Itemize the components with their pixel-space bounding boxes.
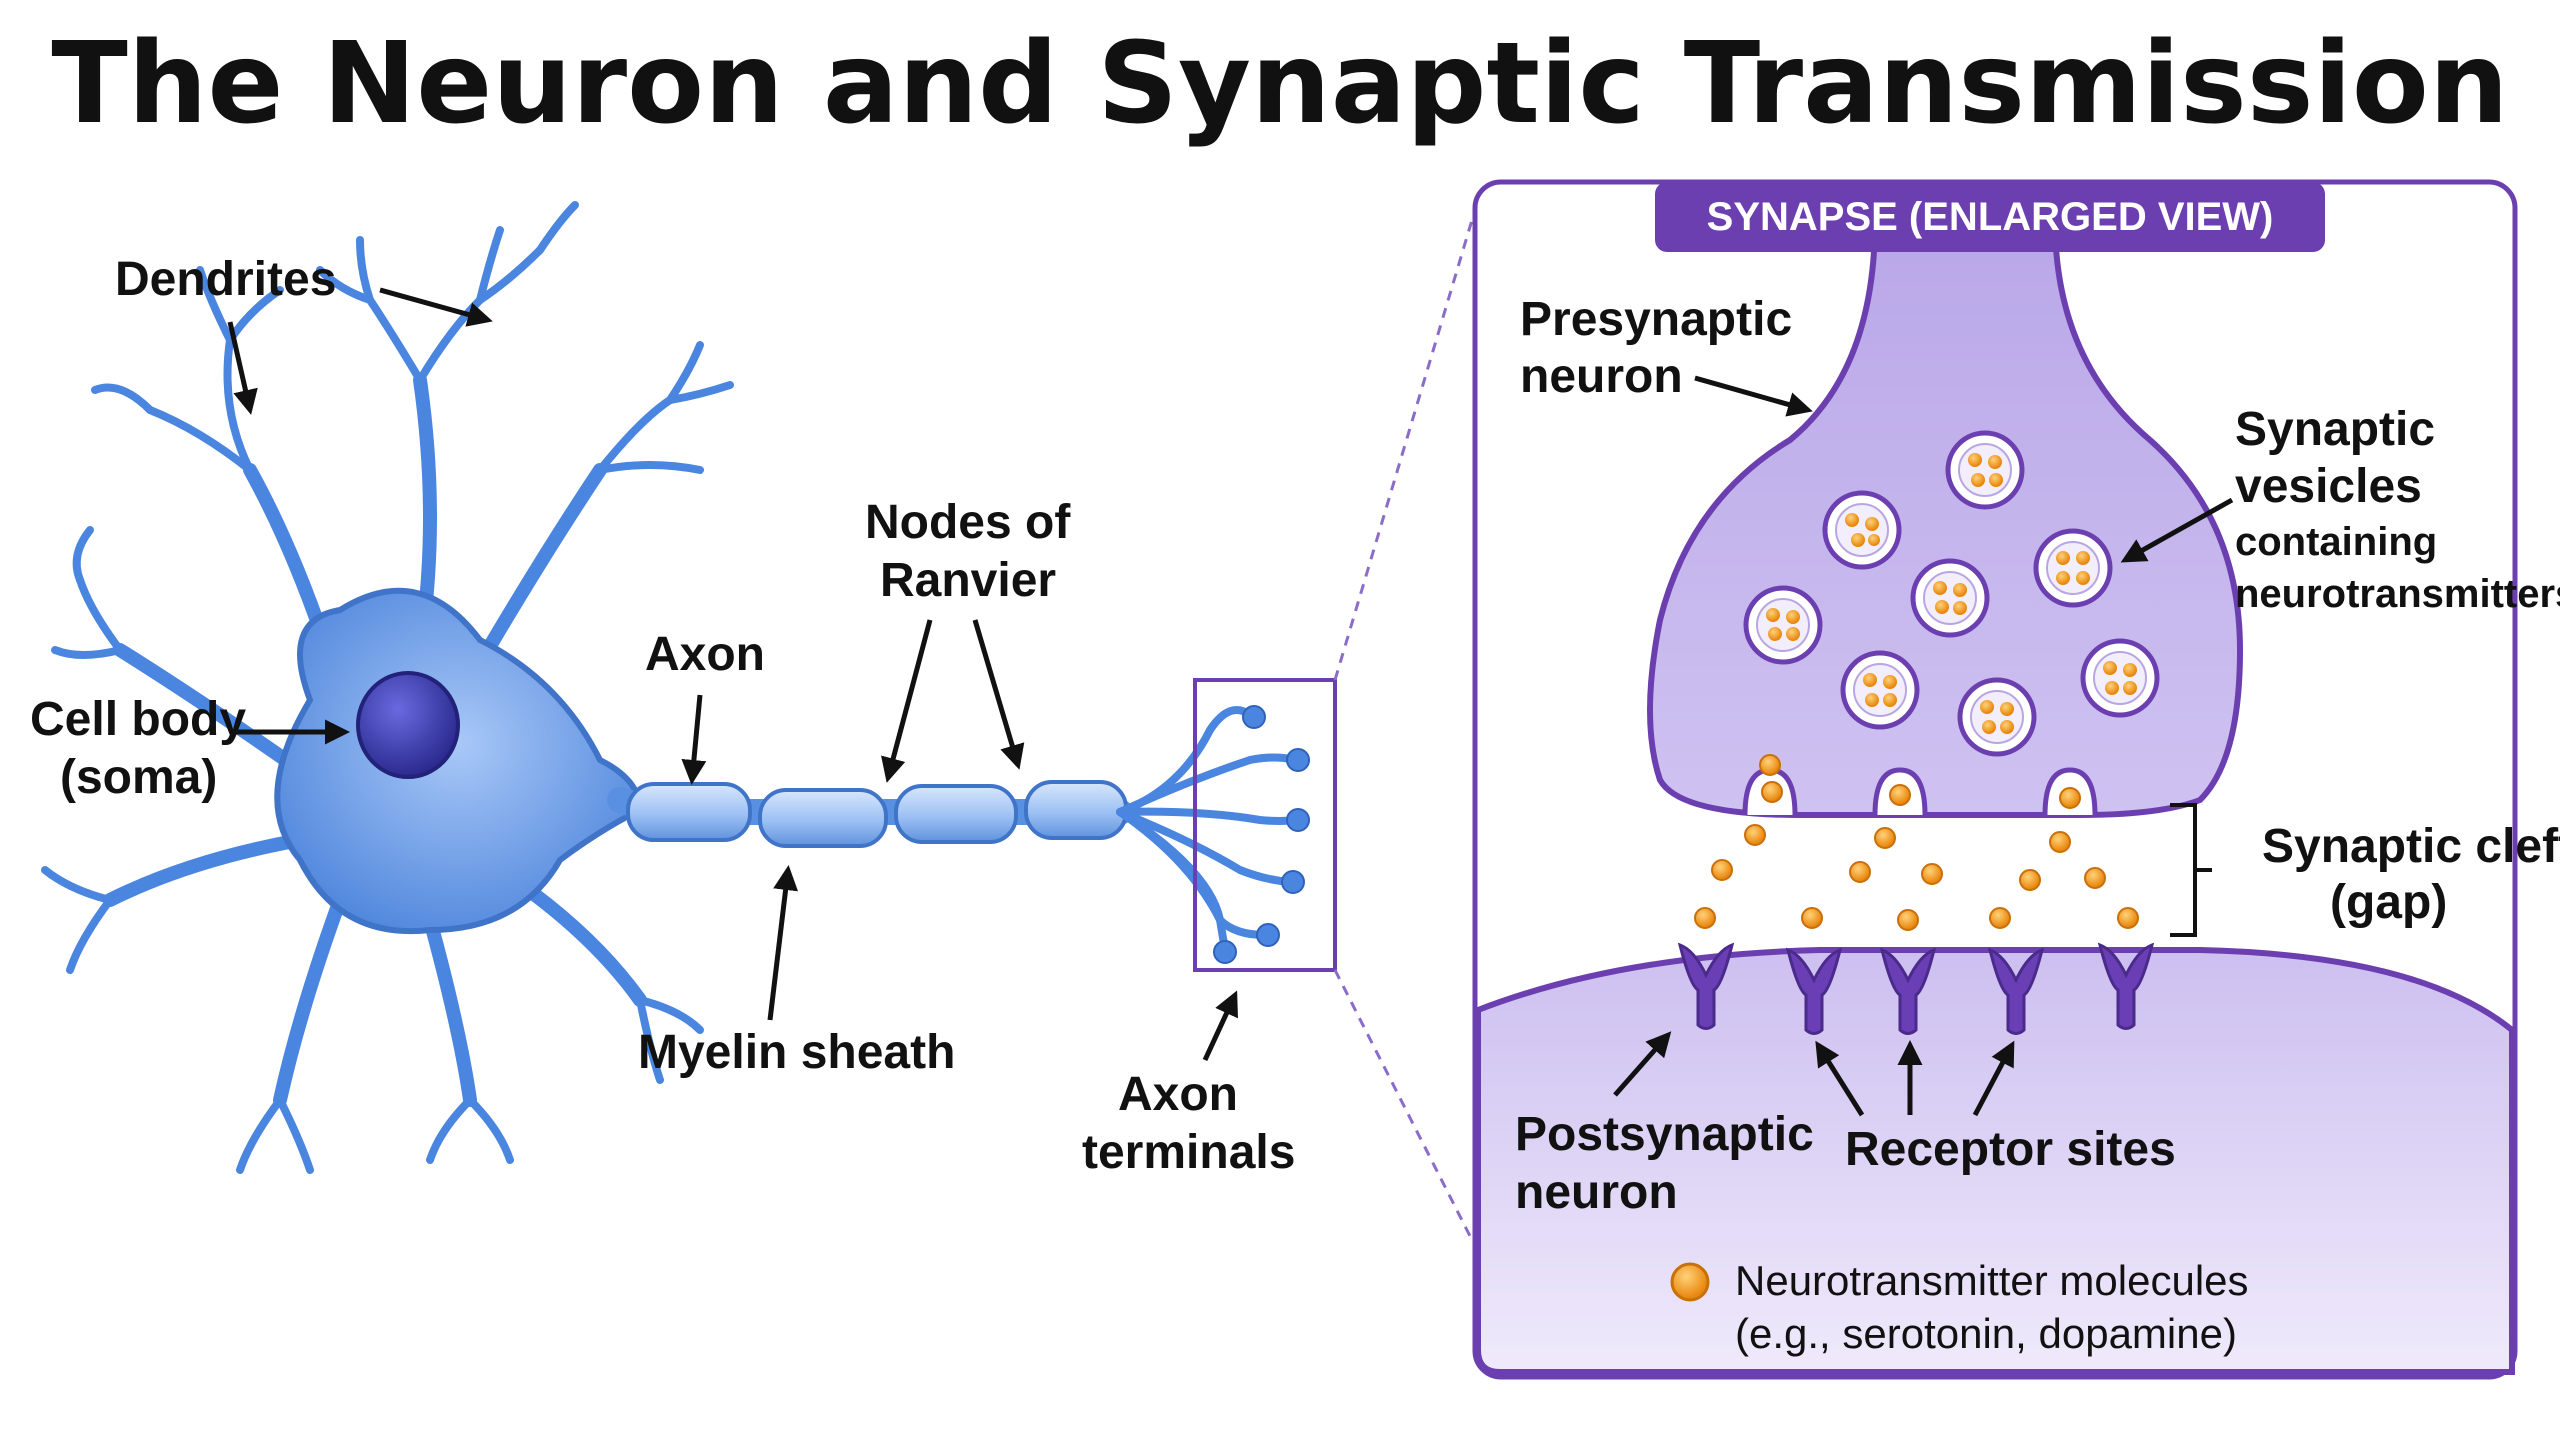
synapse-header-tag <box>1655 182 2325 252</box>
label-vesicles-3: containing <box>2235 520 2437 564</box>
axon-terminals <box>1116 706 1299 954</box>
label-vesicles-2: vesicles <box>2235 460 2422 513</box>
label-myelin-sheath: Myelin sheath <box>638 1026 955 1079</box>
vesicle <box>1743 585 1823 665</box>
vesicle <box>1822 490 1902 570</box>
legend-label: Neurotransmitter molecules <box>1735 1257 2249 1304</box>
label-vesicles-4: neurotransmitters <box>2235 572 2560 616</box>
label-nodes-of-ranvier-2: Ranvier <box>880 554 1056 607</box>
receptor-sites <box>1677 942 2155 1035</box>
synaptic-vesicles <box>1743 430 2160 757</box>
zoom-connector <box>1333 219 1474 1241</box>
myelin-sheath <box>626 780 1128 848</box>
receptor <box>1879 947 1937 1035</box>
receptor <box>2097 942 2155 1030</box>
receptor <box>1785 947 1843 1035</box>
myelin-segment <box>626 782 752 842</box>
postsynaptic-neuron <box>1475 947 2515 1375</box>
label-axon-terminals-2: terminals <box>1082 1126 1295 1179</box>
synapse-panel: SYNAPSE (ENLARGED VIEW) Presynaptic neur… <box>1472 179 2560 1380</box>
myelin-segment <box>1024 780 1128 840</box>
neurotransmitter-molecules <box>1694 754 2139 931</box>
label-dendrites: Dendrites <box>115 253 336 306</box>
cell-body <box>274 587 644 935</box>
label-postsynaptic: Postsynaptic <box>1515 1108 1814 1161</box>
label-presynaptic: Presynaptic <box>1520 293 1792 346</box>
myelin-segment <box>894 784 1018 844</box>
vesicle <box>2033 528 2113 608</box>
nucleus <box>356 671 460 779</box>
cleft-bracket <box>2170 803 2212 937</box>
vesicle <box>1957 677 2037 757</box>
vesicle <box>1945 430 2025 510</box>
myelin-segment <box>758 788 888 848</box>
neuron <box>41 201 1337 1174</box>
label-cell-body-2: (soma) <box>60 751 217 804</box>
label-vesicles: Synaptic <box>2235 403 2435 456</box>
label-nodes-of-ranvier: Nodes of <box>865 496 1071 549</box>
label-postsynaptic-2: neuron <box>1515 1166 1678 1219</box>
legend-label-2: (e.g., serotonin, dopamine) <box>1735 1310 2237 1357</box>
label-synaptic-cleft-2: (gap) <box>2330 876 2447 929</box>
label-presynaptic-2: neuron <box>1520 350 1683 403</box>
label-axon-terminals: Axon <box>1118 1068 1238 1121</box>
vesicle <box>1840 650 1920 730</box>
label-receptor-sites: Receptor sites <box>1845 1123 2176 1176</box>
terminal-highlight-box <box>1193 678 1337 972</box>
label-cell-body: Cell body <box>30 693 246 746</box>
label-axon: Axon <box>645 628 765 681</box>
synapse-header: SYNAPSE (ENLARGED VIEW) <box>1707 195 2274 239</box>
vesicle <box>2080 638 2160 718</box>
receptor <box>1987 947 2045 1035</box>
vesicle <box>1910 558 1990 638</box>
legend-neurotransmitter-dot <box>1670 1262 1710 1302</box>
receptor <box>1677 942 1735 1030</box>
page-title: The Neuron and Synaptic Transmission <box>51 19 2508 149</box>
label-synaptic-cleft: Synaptic cleft <box>2262 820 2560 873</box>
